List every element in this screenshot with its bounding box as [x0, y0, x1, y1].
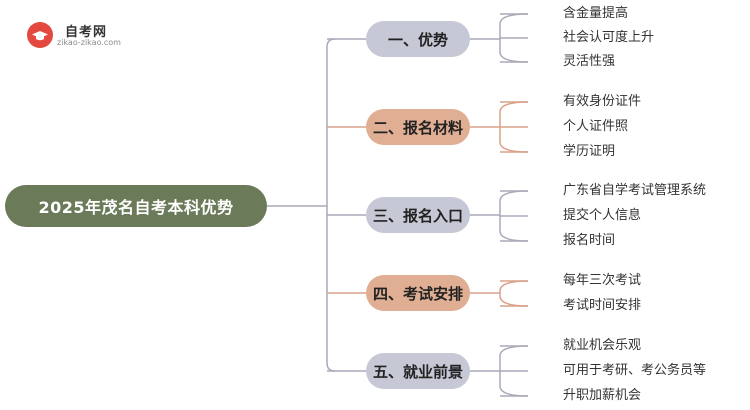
leaf-item: 提交个人信息 [563, 208, 642, 223]
leaf-item: 升职加薪机会 [563, 388, 642, 403]
leaf-item: 每年三次考试 [563, 273, 642, 288]
leaf-item: 广东省自学考试管理系统 [563, 183, 707, 198]
leaf-item: 学历证明 [563, 144, 616, 159]
leaf-item: 考试时间安排 [563, 298, 642, 313]
branch-node: 二、报名材料 [366, 109, 470, 145]
leaf-item: 灵活性强 [563, 54, 616, 69]
graduation-cap-icon [32, 31, 48, 41]
logo-badge [27, 22, 53, 48]
leaf-item: 含金量提高 [563, 6, 629, 21]
leaf-bracket [499, 280, 529, 307]
leaf-item: 可用于考研、考公务员等 [563, 363, 707, 378]
branch-node: 一、优势 [366, 21, 470, 57]
root-node: 2025年茂名自考本科优势 [5, 185, 267, 227]
leaf-item: 社会认可度上升 [563, 30, 655, 45]
branch-node: 四、考试安排 [366, 275, 470, 311]
leaf-item: 就业机会乐观 [563, 338, 642, 353]
branch-node: 五、就业前景 [366, 353, 470, 389]
leaf-item: 个人证件照 [563, 119, 629, 134]
trunk-line [326, 38, 336, 372]
leaf-item: 有效身份证件 [563, 94, 642, 109]
branch-node: 三、报名入口 [366, 197, 470, 233]
logo-url: zikao-zikao.com [57, 38, 121, 47]
site-logo: 自考网 zikao-zikao.com [27, 20, 147, 52]
logo-name: 自考网 [65, 25, 108, 40]
leaf-item: 报名时间 [563, 233, 616, 248]
